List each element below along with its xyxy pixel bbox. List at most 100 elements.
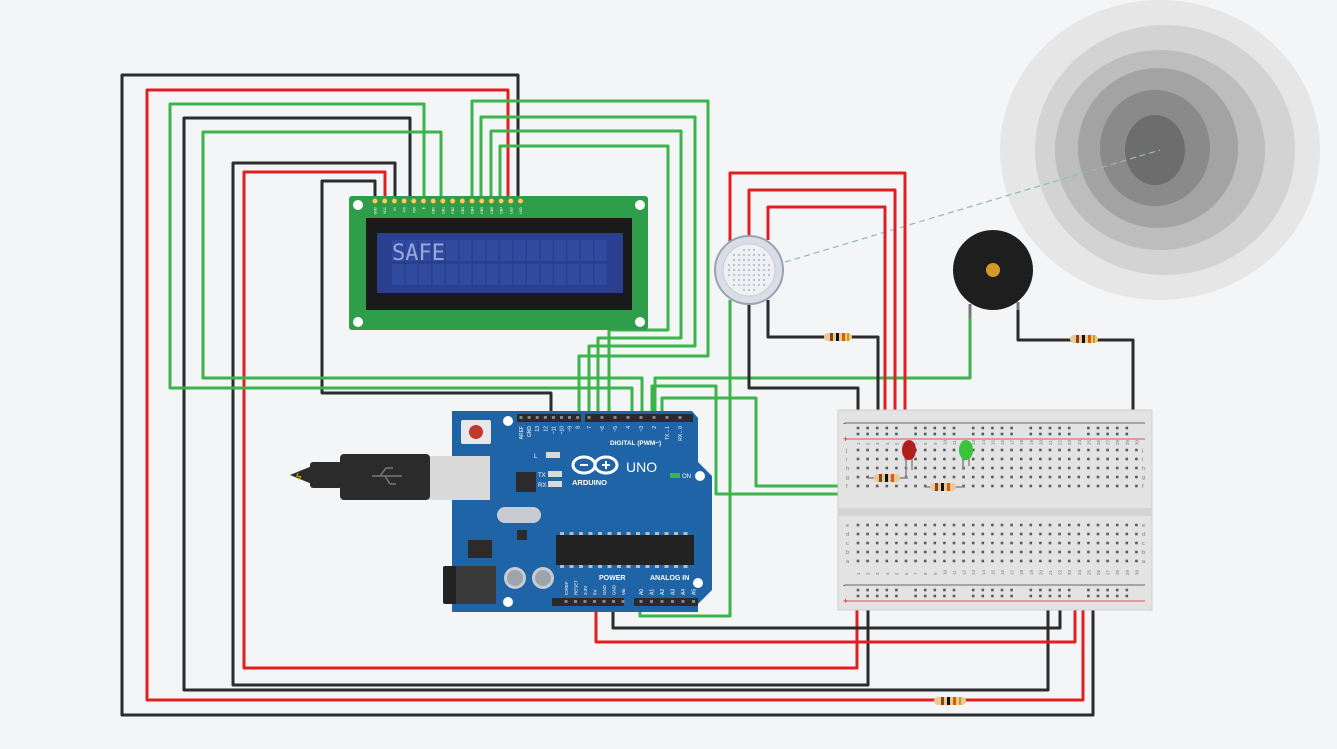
breadboard-hole[interactable] [1125,457,1129,461]
resistor-green-led[interactable] [925,483,965,491]
rail-hole[interactable] [971,588,975,592]
rail-hole[interactable] [866,594,869,598]
rail-hole[interactable] [885,432,889,436]
breadboard-hole[interactable] [1087,532,1090,536]
breadboard-hole[interactable] [1019,541,1023,545]
breadboard-hole[interactable] [1106,448,1109,452]
digital-pin[interactable] [613,416,617,419]
breadboard-hole[interactable] [1115,523,1119,527]
lcd-pin[interactable] [498,198,504,204]
rail-hole[interactable] [943,594,946,598]
breadboard-hole[interactable] [1019,484,1023,488]
digital-pin[interactable] [639,416,643,419]
breadboard-hole[interactable] [943,541,946,545]
breadboard-hole[interactable] [1067,523,1071,527]
breadboard-hole[interactable] [856,484,860,488]
breadboard-hole[interactable] [866,448,869,452]
digital-pin[interactable] [665,416,669,419]
usb-connector[interactable]: ϟ [290,454,490,500]
breadboard-hole[interactable] [981,523,985,527]
rail-hole[interactable] [1096,426,1100,430]
rail-hole[interactable] [943,432,946,436]
breadboard-hole[interactable] [1077,448,1081,452]
breadboard-hole[interactable] [866,484,869,488]
breadboard-hole[interactable] [895,448,898,452]
breadboard-hole[interactable] [1135,559,1138,563]
breadboard-hole[interactable] [981,532,985,536]
breadboard-hole[interactable] [1135,448,1138,452]
breadboard-hole[interactable] [895,466,898,470]
breadboard-hole[interactable] [866,466,869,470]
rail-hole[interactable] [875,588,879,592]
analog-pin[interactable] [671,600,674,603]
breadboard-hole[interactable] [952,457,956,461]
rail-hole[interactable] [1067,588,1071,592]
breadboard-hole[interactable] [943,532,946,536]
breadboard[interactable]: 1122334455667788991010111112121313141415… [837,409,1153,611]
breadboard-hole[interactable] [875,466,879,470]
breadboard-hole[interactable] [1010,550,1013,554]
rail-hole[interactable] [1067,426,1071,430]
rail-hole[interactable] [1029,432,1033,436]
breadboard-hole[interactable] [962,523,965,527]
breadboard-hole[interactable] [1077,484,1081,488]
breadboard-hole[interactable] [1125,475,1129,479]
breadboard-hole[interactable] [1039,457,1042,461]
breadboard-hole[interactable] [1087,466,1090,470]
breadboard-hole[interactable] [971,541,975,545]
breadboard-hole[interactable] [904,541,908,545]
breadboard-hole[interactable] [1048,541,1052,545]
analog-pin[interactable] [681,600,685,603]
breadboard-hole[interactable] [1029,532,1033,536]
rail-hole[interactable] [1058,432,1061,436]
rail-hole[interactable] [1000,432,1004,436]
breadboard-hole[interactable] [1039,448,1042,452]
rail-hole[interactable] [1058,588,1061,592]
breadboard-hole[interactable] [1125,532,1129,536]
rail-hole[interactable] [1000,588,1004,592]
rail-hole[interactable] [1039,588,1042,592]
rail-hole[interactable] [1115,432,1119,436]
rail-hole[interactable] [885,588,889,592]
rail-hole[interactable] [1010,588,1013,592]
rail-hole[interactable] [1058,594,1061,598]
breadboard-hole[interactable] [1019,475,1023,479]
breadboard-hole[interactable] [1106,532,1109,536]
breadboard-hole[interactable] [923,466,927,470]
breadboard-hole[interactable] [1039,532,1042,536]
breadboard-hole[interactable] [1019,559,1023,563]
breadboard-hole[interactable] [1096,550,1100,554]
breadboard-hole[interactable] [1058,484,1061,488]
breadboard-hole[interactable] [952,523,956,527]
rail-hole[interactable] [1000,594,1004,598]
power-pin[interactable] [593,600,596,603]
breadboard-hole[interactable] [971,532,975,536]
breadboard-hole[interactable] [1000,532,1004,536]
breadboard-hole[interactable] [1019,466,1023,470]
breadboard-hole[interactable] [1058,550,1061,554]
breadboard-hole[interactable] [1010,457,1013,461]
rail-hole[interactable] [856,426,860,430]
rail-hole[interactable] [981,594,985,598]
breadboard-hole[interactable] [866,457,869,461]
breadboard-hole[interactable] [981,466,985,470]
breadboard-hole[interactable] [1106,550,1109,554]
breadboard-hole[interactable] [1029,457,1033,461]
breadboard-hole[interactable] [1067,466,1071,470]
breadboard-hole[interactable] [1135,484,1138,488]
breadboard-hole[interactable] [1000,550,1004,554]
digital-pin[interactable] [652,416,656,419]
breadboard-hole[interactable] [1087,523,1090,527]
rail-hole[interactable] [1125,432,1129,436]
rail-hole[interactable] [1048,594,1052,598]
breadboard-hole[interactable] [1048,523,1052,527]
breadboard-hole[interactable] [1010,448,1013,452]
breadboard-hole[interactable] [981,484,985,488]
rail-hole[interactable] [971,432,975,436]
breadboard-hole[interactable] [866,541,869,545]
breadboard-hole[interactable] [1058,457,1061,461]
breadboard-hole[interactable] [1087,541,1090,545]
digital-pin[interactable] [568,416,572,419]
